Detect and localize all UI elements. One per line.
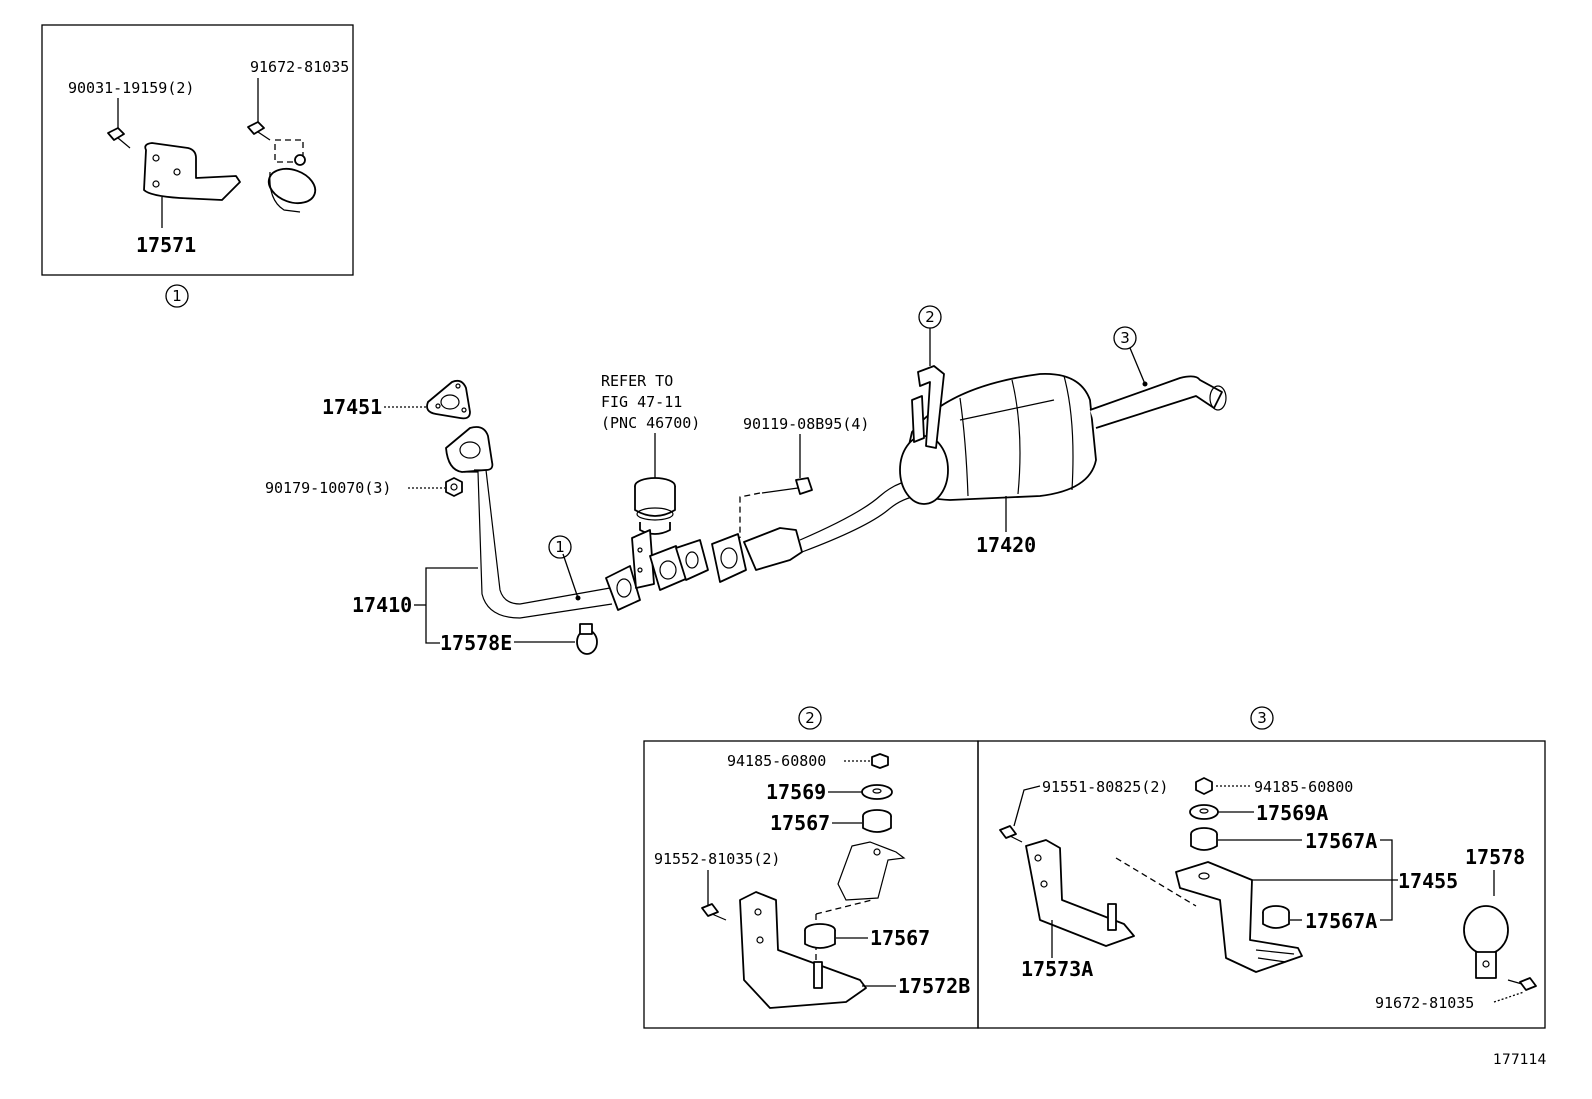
bolt-icon [761, 477, 813, 495]
gasket-label: 17451 [322, 395, 382, 419]
inset3-cushion-bottom-label: 17567A [1305, 909, 1377, 933]
inset3-nut-label: 94185-60800 [1254, 778, 1353, 796]
muffler-icon [899, 373, 1227, 505]
inset1-clamp-bolt-label: 91672-81035 [250, 58, 349, 76]
pipe-label: 17410 [352, 593, 412, 617]
cushion-icon [804, 923, 836, 949]
inset2-bolt-label: 91552-81035(2) [654, 850, 780, 868]
bolt-icon [999, 825, 1023, 843]
inset2-cushion-bottom-label: 17567 [870, 926, 930, 950]
clamp-icon [267, 139, 317, 213]
bolt-icon [247, 121, 271, 141]
gasket-icon [426, 379, 471, 420]
inset1-bracket-label: 17571 [136, 233, 196, 257]
inset3-clamp-label: 17578 [1465, 845, 1525, 869]
inset3-bracket-label: 17573A [1021, 957, 1093, 981]
nut-label: 90179-10070(3) [265, 479, 391, 497]
callout-circle [548, 535, 572, 559]
inset-2: 2 94185-60800 17569 17567 91552-81035(2) [643, 706, 979, 1029]
bolt-icon [107, 127, 131, 149]
inset3-assembly-label: 17455 [1398, 869, 1458, 893]
figure-number: 177114 [1493, 1052, 1547, 1068]
inset3-bolt-label: 91551-80825(2) [1042, 778, 1168, 796]
valve-actuator-icon [631, 477, 709, 591]
bracket-17573a-icon [1025, 839, 1135, 947]
nut-icon [1195, 777, 1213, 795]
washer-icon [1189, 804, 1219, 820]
hanger-bracket-icon [1175, 861, 1303, 973]
bracket-17571-icon [143, 142, 241, 201]
inset3-clamp-bolt-label: 91672-81035 [1375, 994, 1474, 1012]
nut-icon [871, 753, 889, 769]
inset1-callout: 1 [172, 287, 182, 305]
hanger-icon [911, 365, 945, 449]
inset-1: 91672-81035 90031-19159(2) 17571 [41, 24, 354, 308]
inset2-bracket-label: 17572B [898, 974, 970, 998]
main-callout2: 2 [925, 308, 935, 326]
main-assembly: 17451 90179-10070(3) 1 [265, 305, 1227, 655]
nut-icon [445, 477, 463, 497]
refer-line3: (PNC 46700) [601, 414, 700, 432]
inset2-nut-label: 94185-60800 [727, 752, 826, 770]
clamp-label: 17578E [440, 631, 512, 655]
inset2-washer-label: 17569 [766, 780, 826, 804]
inset1-bolt-label: 90031-19159(2) [68, 79, 194, 97]
clamp-icon [576, 623, 598, 655]
inset3-callout: 3 [1257, 709, 1267, 727]
inset-1-frame [41, 24, 354, 276]
callout-circle [1250, 706, 1274, 730]
inset-3-frame [977, 740, 1546, 1029]
hanger-icon [837, 841, 906, 901]
bracket-17572b-icon [739, 891, 867, 1009]
callout-circle [1113, 326, 1137, 350]
inset2-callout: 2 [805, 709, 815, 727]
inset3-cushion-top-label: 17567A [1305, 829, 1377, 853]
bolt-label: 90119-08B95(4) [743, 415, 869, 433]
clamp-icon [1463, 905, 1509, 979]
callout-circle [798, 706, 822, 730]
callout-circle [165, 284, 189, 308]
cushion-icon [1190, 827, 1218, 851]
washer-icon [861, 784, 893, 800]
inset-3: 3 91551-80825(2) 94185-60800 17569A 1756… [977, 706, 1546, 1029]
inset3-washer-label: 17569A [1256, 801, 1328, 825]
center-pipe-icon [711, 479, 919, 583]
refer-line1: REFER TO [601, 372, 673, 390]
muffler-label: 17420 [976, 533, 1036, 557]
main-callout1: 1 [555, 538, 565, 556]
cushion-icon [1262, 905, 1290, 929]
callout-circle [918, 305, 942, 329]
cushion-icon [862, 809, 892, 833]
bolt-icon [1507, 977, 1537, 991]
refer-line2: FIG 47-11 [601, 393, 682, 411]
main-callout3: 3 [1120, 329, 1130, 347]
front-pipe-icon [445, 426, 641, 619]
inset2-cushion-top-label: 17567 [770, 811, 830, 835]
bolt-icon [701, 903, 727, 921]
